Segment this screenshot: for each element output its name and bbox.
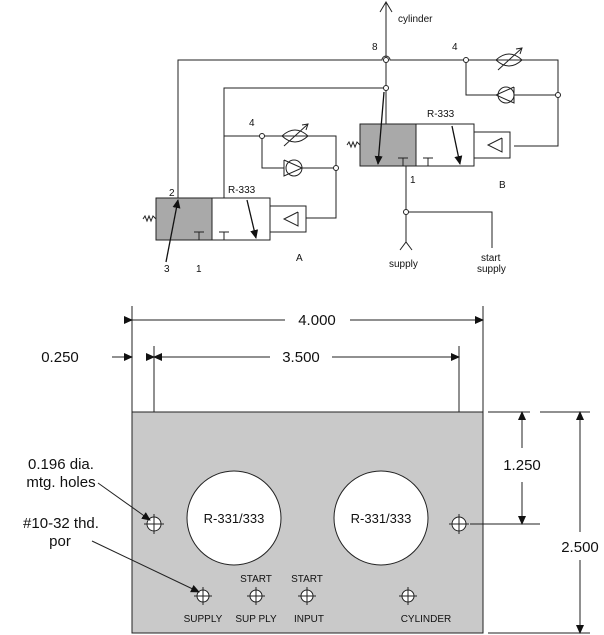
valve-b-letter: B <box>499 180 506 191</box>
valve-bore-left <box>186 470 282 566</box>
port-start-supply <box>247 587 265 605</box>
dim-edge-offset-label: 0.250 <box>41 349 79 366</box>
supply-symbol <box>399 241 413 251</box>
schematic: cylinder 8 <box>142 1 561 275</box>
port-start-supply-label-1: START <box>240 574 272 585</box>
port-2-label: 2 <box>169 188 175 199</box>
port-cylinder-label: CYLINDER <box>401 614 452 625</box>
port-8-label: 8 <box>372 42 378 53</box>
dim-overall-height <box>488 411 590 634</box>
valve-b-model: R-333 <box>427 109 455 120</box>
mtg-holes-note-2: mtg. holes <box>26 474 95 491</box>
schematic-piping <box>177 55 559 248</box>
port-cylinder <box>399 587 417 605</box>
port-start-input-label-2: INPUT <box>294 614 324 625</box>
cylinder-label: cylinder <box>398 14 433 25</box>
port-start-input-label-1: START <box>291 574 323 585</box>
valve-a-letter: A <box>296 253 303 264</box>
valve-left-label: R-331/333 <box>204 511 265 526</box>
flow-control-right <box>494 47 523 104</box>
cylinder-line <box>379 1 393 128</box>
valve-a <box>142 197 307 263</box>
start-supply-label-1: start <box>481 253 501 264</box>
valve-b <box>346 91 511 167</box>
port-1-left-label: 1 <box>196 264 202 275</box>
mtg-holes-note-1: 0.196 dia. <box>28 456 94 473</box>
dim-overall-width-label: 4.000 <box>298 312 336 329</box>
dim-hole-height-label: 1.250 <box>503 457 541 474</box>
port-start-supply-label-2: SUP PLY <box>235 614 277 625</box>
dim-hole-spacing-label: 3.500 <box>282 349 320 366</box>
thd-port-leader <box>91 540 200 593</box>
dim-overall-height-label: 2.500 <box>561 539 599 556</box>
junction-dots <box>259 57 561 215</box>
valve-bore-right <box>333 470 429 566</box>
valve-a-model: R-333 <box>228 185 256 196</box>
dim-hole-height <box>470 411 540 525</box>
port-1-right-label: 1 <box>410 175 416 186</box>
thd-port-note-1: #10-32 thd. <box>23 515 99 532</box>
flow-control-left <box>281 123 309 177</box>
port-4-right-label: 4 <box>452 42 458 53</box>
valve-right-label: R-331/333 <box>351 511 412 526</box>
mounting-hole-right <box>449 514 469 534</box>
port-3-label: 3 <box>164 264 170 275</box>
port-4-left-label: 4 <box>249 118 255 129</box>
port-supply-label: SUPPLY <box>184 614 223 625</box>
supply-label: supply <box>389 259 418 270</box>
mtg-holes-leader <box>97 482 151 521</box>
port-start-input <box>298 587 316 605</box>
panel-drawing: 4.000 3.500 0.250 R-331/333 R-331/333 <box>23 306 599 634</box>
start-supply-label-2: supply <box>477 264 506 275</box>
port-supply <box>194 587 212 605</box>
thd-port-note-2: por <box>49 533 71 550</box>
